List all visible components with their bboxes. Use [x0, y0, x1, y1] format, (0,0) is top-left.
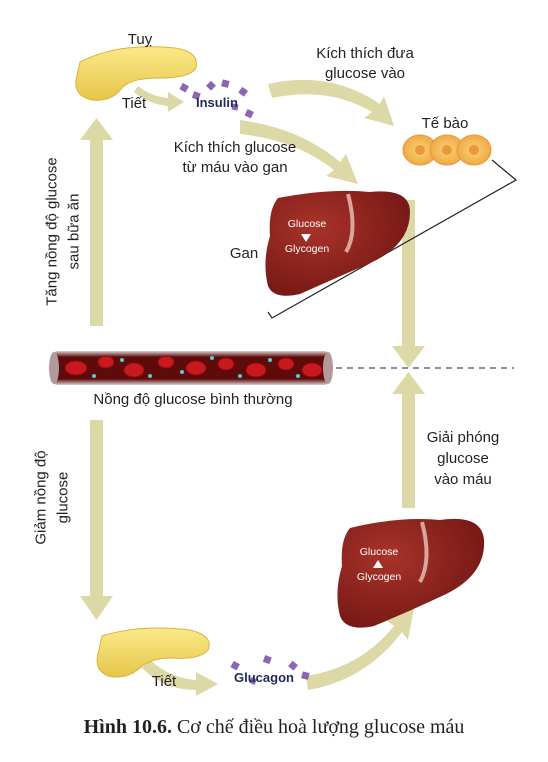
label-secrete-top: Tiết [121, 95, 147, 112]
label-stimulate-cells-1: Kích thích đưa [316, 45, 414, 62]
label-decrease-2: glucose [54, 471, 72, 524]
label-stimulate-cells-2: glucose vào [324, 65, 406, 82]
pancreas-bottom [96, 627, 210, 678]
label-glucagon: Glucagon [234, 670, 294, 685]
arrow-to-cells [268, 79, 394, 126]
label-release-2: glucose [437, 450, 489, 467]
label-increase-1: Tăng nồng độ glucose [43, 157, 61, 306]
label-increase-2: sau bữa ăn [65, 193, 83, 270]
down-arrow-glycogen-icon [301, 234, 311, 242]
label-pancreas: Tuỵ [127, 31, 153, 48]
blood-vessel [49, 351, 333, 385]
arrow-secrete-top [134, 86, 184, 112]
arrow-up-left [80, 118, 113, 326]
arrow-to-liver-bottom [306, 608, 414, 690]
label-decrease-1: Giảm nồng độ [32, 450, 50, 545]
glucose-dots [92, 356, 300, 378]
liver-top [265, 190, 410, 296]
caption-text: Cơ chế điều hoà lượng glucose máu [176, 716, 465, 738]
label-stimulate-liver-1: Kích thích glucose [173, 139, 297, 156]
caption-number: Hình 10.6. [83, 716, 172, 738]
liver-bottom-glycogen: Glycogen [356, 571, 402, 583]
liver-top-glycogen: Glycogen [284, 243, 330, 255]
flow-arrows [80, 79, 425, 696]
insulin-particles [179, 79, 254, 119]
arrow-to-liver [240, 120, 358, 184]
label-normal-glucose: Nồng độ glucose bình thường [93, 391, 293, 408]
arrow-down-left [80, 420, 113, 620]
red-blood-cells [64, 355, 323, 378]
bracket-line [267, 159, 518, 319]
label-secrete-bottom: Tiết [151, 673, 177, 690]
arrow-up-right [392, 372, 425, 508]
label-liver: Gan [229, 245, 259, 262]
figure-caption: Hình 10.6. Cơ chế điều hoà lượng glucose… [0, 716, 548, 739]
up-arrow-glucose-icon [373, 560, 383, 568]
label-cells: Tế bào [421, 115, 469, 132]
pancreas-top [75, 46, 198, 101]
arrow-down-right [392, 200, 425, 368]
liver-bottom-glucose: Glucose [359, 546, 399, 558]
label-release-3: vào máu [434, 471, 492, 488]
label-insulin: Insulin [196, 95, 238, 110]
label-stimulate-liver-2: từ máu vào gan [182, 159, 288, 176]
arrow-secrete-bottom [142, 660, 218, 696]
liver-top-glucose: Glucose [287, 218, 327, 230]
glucagon-particles [230, 655, 310, 685]
body-cells [402, 134, 492, 166]
liver-bottom [337, 518, 485, 628]
label-release-1: Giải phóng [426, 429, 500, 446]
